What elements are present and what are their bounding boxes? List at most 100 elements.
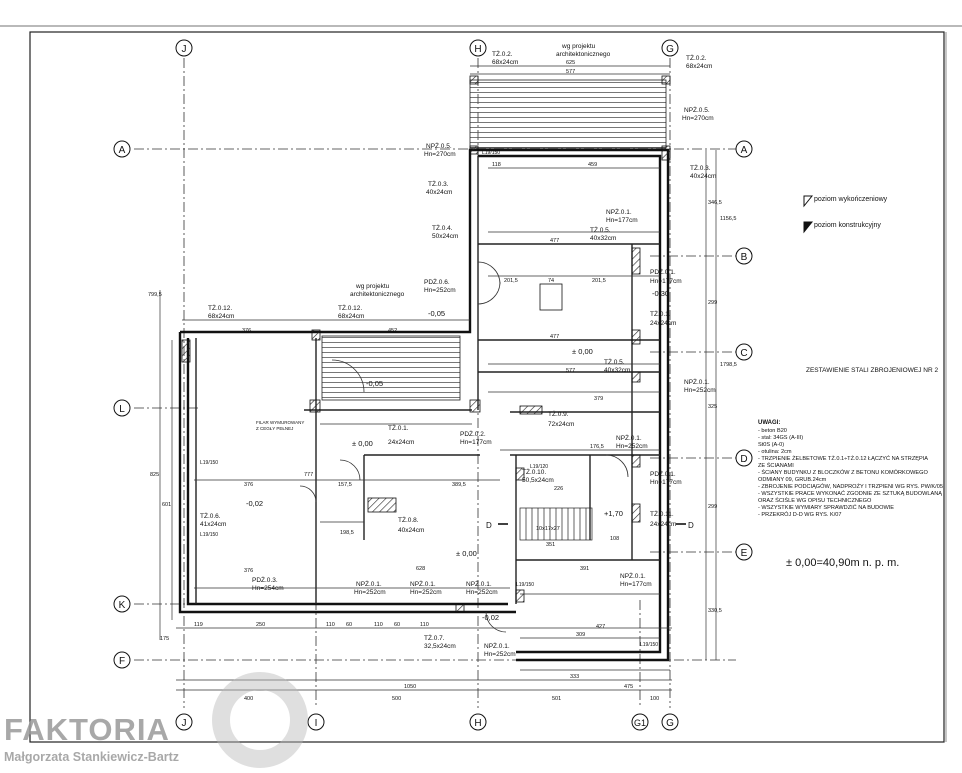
dimension: 625	[566, 60, 575, 66]
uwagi-line: - stal: 34GS (A-III)	[758, 435, 803, 441]
grid-label: B	[741, 252, 748, 263]
dimension: 60	[346, 622, 352, 628]
lintel-label: L19/150	[200, 532, 218, 538]
level-marks: -0,30 -0,05 ± 0,00 -0,05 ± 0,00 -0,02 +1…	[246, 289, 669, 622]
element-size: 40x24cm	[398, 527, 424, 534]
note-filar: Z CEGŁY PEŁNEJ	[256, 426, 293, 431]
note-wg-projektu: architektonicznego	[350, 291, 405, 298]
element-name: TŻ.0.8.	[398, 515, 419, 524]
grid-label: G1	[634, 718, 646, 728]
grid-label: J	[182, 718, 187, 729]
uwagi-line: ZE ŚCIANAMI	[758, 461, 794, 469]
level-mark: ± 0,00	[352, 439, 373, 448]
uwagi-line: - ZBROJENIE PODCIĄGÓW, NADPROŻY I TRZPIE…	[758, 483, 943, 490]
element-size: Hn=252cm	[616, 443, 648, 450]
element-labels: TŻ.0.2. 68x24cm TŻ.0.2. 68x24cm NPŻ.0.5.…	[200, 49, 716, 658]
dimension: 330,5	[708, 608, 722, 614]
dimension: 577	[566, 368, 575, 374]
legend-structural-level: poziom konstrukcyjny	[814, 222, 881, 229]
grid-bubble	[735, 449, 753, 467]
dimension: 198,5	[340, 530, 354, 536]
element-name: NPŻ.0.1.	[410, 579, 436, 588]
element-name: NPŻ.0.1.	[616, 433, 642, 442]
dimension: 601	[162, 502, 171, 508]
dimension: 799,5	[148, 292, 162, 298]
element-name: TŻ.0.3.	[428, 179, 449, 188]
element-size: Hn=252cm	[684, 387, 716, 394]
element-size: Hn=252cm	[354, 589, 386, 596]
dimension: 475	[624, 684, 633, 690]
lintel-labels: L19/150 L19/150 L19/120 L19/150 L19/150 …	[200, 150, 658, 648]
dimension: 1798,5	[720, 362, 737, 368]
element-name: TŻ.0.9.	[548, 409, 569, 418]
element-size: 24x24cm	[650, 320, 676, 327]
element-size: 40x32cm	[590, 235, 616, 242]
element-size: 68x24cm	[492, 59, 518, 66]
element-name: PDŻ.0.6.	[424, 277, 450, 286]
level-mark: -0,02	[482, 613, 499, 622]
note-wg-projektu: architektonicznego	[556, 51, 611, 58]
element-size: 72x24cm	[548, 421, 574, 428]
element-name: TŻ.0.11.	[650, 509, 674, 518]
lintel-label: L19/150	[482, 150, 500, 156]
dimension: 1050	[404, 684, 416, 690]
dimension: 825	[150, 472, 159, 478]
level-mark: +1,70	[604, 509, 623, 518]
element-name: PDŻ.0.3.	[252, 575, 278, 584]
grid-bubble	[631, 713, 649, 731]
element-name: PDŻ.0.2.	[460, 429, 486, 438]
grid-label: A	[741, 145, 748, 156]
grid-label: G	[666, 44, 674, 55]
level-mark: ± 0,00	[456, 549, 477, 558]
dimension: 60	[394, 622, 400, 628]
grid-bubble	[469, 713, 487, 731]
element-name: NPŻ.0.1.	[484, 641, 510, 650]
dimension: 427	[596, 624, 605, 630]
element-name: NPŻ.0.1.	[356, 579, 382, 588]
uwagi-line: - otulina: 2cm	[758, 449, 792, 455]
dimension: 108	[610, 536, 619, 542]
dimension: 376	[242, 328, 251, 334]
watermark: FAKTORIA Małgorzata Stankiewicz-Bartz	[4, 712, 214, 768]
element-name: TŻ.0.2.	[492, 49, 513, 58]
note-filar: FILAR WYMUROWANY	[256, 420, 304, 425]
grid-label: C	[740, 348, 747, 359]
level-mark: -0,02	[246, 499, 263, 508]
grid-label: A	[119, 145, 126, 156]
grid-label: G	[666, 718, 674, 729]
element-size: Hn=252cm	[484, 651, 516, 658]
grid-label: E	[741, 548, 748, 559]
element-size: 32,5x24cm	[424, 643, 456, 650]
dimension: 376	[244, 482, 253, 488]
dimension: 577	[566, 69, 575, 75]
dimension: 391	[580, 566, 589, 572]
dimension: 100	[650, 696, 659, 702]
section-mark: D	[688, 521, 694, 530]
dimension: 325	[708, 404, 717, 410]
dimension: 110	[420, 622, 429, 628]
element-name: TŻ.0.7.	[424, 633, 445, 642]
dimension: 110	[326, 622, 335, 628]
dimension: 201,5	[504, 278, 518, 284]
grid-bubble	[735, 140, 753, 158]
element-size: 68x24cm	[208, 313, 234, 320]
dimension: 477	[550, 334, 559, 340]
element-name: NPŻ.0.1.	[620, 571, 646, 580]
grid-label: K	[119, 600, 126, 611]
grid-label: H	[474, 718, 481, 729]
grid-bubble	[469, 39, 487, 57]
element-name: PDŻ.0.1.	[650, 469, 676, 478]
legend-finish-level: poziom wykończeniowy	[814, 196, 888, 203]
watermark-subtitle: Małgorzata Stankiewicz-Bartz	[4, 750, 180, 764]
element-size: 24x24cm	[650, 521, 676, 528]
grid-bubble	[175, 39, 193, 57]
grid-bubble	[307, 713, 325, 731]
dimension: 157,5	[338, 482, 352, 488]
element-name: TŻ.0.1.	[388, 423, 409, 432]
element-name: TŻ.0.12.	[208, 303, 232, 312]
element-size: 50x24cm	[432, 233, 458, 240]
dimension: 477	[550, 238, 559, 244]
grid-bubble	[113, 140, 131, 158]
level-mark: -0,05	[366, 379, 383, 388]
